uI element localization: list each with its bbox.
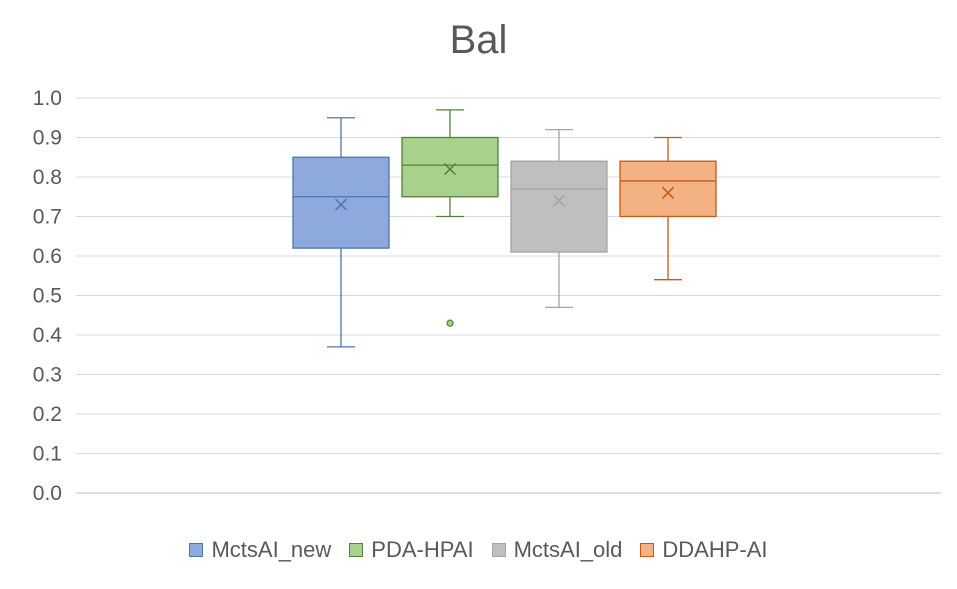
legend: MctsAI_new PDA-HPAI MctsAI_old DDAHP-AI <box>0 535 957 565</box>
box-body <box>292 156 390 249</box>
legend-label: PDA-HPAI <box>371 537 474 562</box>
legend-swatch <box>491 543 506 557</box>
mean-marker <box>334 198 348 211</box>
legend-swatch <box>349 543 364 557</box>
y-tick-label: 0.6 <box>33 245 62 268</box>
legend-label: MctsAI_old <box>513 537 623 562</box>
box-body <box>619 160 717 218</box>
y-tick-label: 0.9 <box>33 127 62 150</box>
legend-swatch <box>640 543 655 557</box>
y-tick-label: 0.7 <box>33 206 62 229</box>
outlier-point <box>446 319 454 327</box>
mean-marker <box>661 186 675 199</box>
box-body <box>510 160 608 253</box>
legend-item-ddahp-ai: DDAHP-AI <box>640 537 768 563</box>
y-tick-label: 0.1 <box>33 443 62 466</box>
box-mctsai-old <box>510 128 608 309</box>
box-pda-hpai <box>401 109 499 327</box>
y-tick-label: 0.4 <box>33 324 63 347</box>
legend-label: DDAHP-AI <box>662 537 768 562</box>
y-tick-label: 1.0 <box>33 87 62 110</box>
legend-item-mctsai-old: MctsAI_old <box>491 537 623 563</box>
mean-marker <box>443 163 457 176</box>
y-tick-label: 0.0 <box>33 482 62 505</box>
legend-item-mctsai-new: MctsAI_new <box>189 537 331 563</box>
legend-label: MctsAI_new <box>211 537 332 562</box>
boxes <box>292 109 717 348</box>
box-ddahp-ai <box>619 136 717 281</box>
y-tick-label: 0.5 <box>33 285 62 308</box>
y-tick-label: 0.2 <box>33 403 62 426</box>
gridlines <box>76 97 941 494</box>
chart-title: Bal <box>449 18 508 62</box>
y-tick-label: 0.3 <box>33 364 62 387</box>
box-mctsai-new <box>292 117 390 348</box>
y-tick-label: 0.8 <box>33 166 62 189</box>
legend-swatch <box>189 543 204 557</box>
mean-marker <box>552 194 566 207</box>
box-body <box>401 136 499 198</box>
y-axis-ticks: 0.0 0.1 0.2 0.3 0.4 0.5 0.6 0.7 0.8 0.9 1.0 <box>33 87 63 505</box>
legend-item-pda-hpai: PDA-HPAI <box>349 537 474 563</box>
